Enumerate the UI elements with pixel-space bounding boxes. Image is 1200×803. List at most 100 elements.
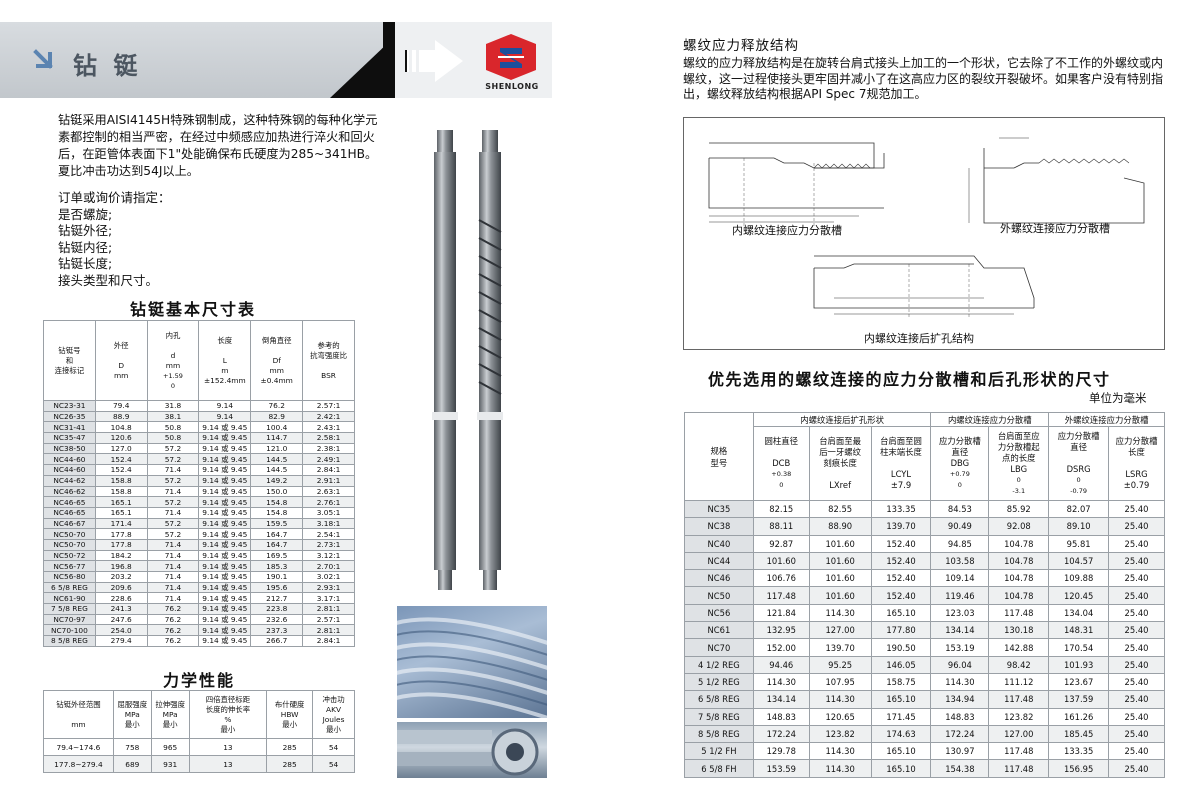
dim-row-cell: 152.40: [870, 586, 932, 605]
mech-row-cell: 177.8~279.4: [43, 755, 114, 773]
dim-row-cell: 95.25: [808, 655, 872, 674]
dim-row-cell: 165.10: [870, 690, 932, 709]
dim-row-cell: 121.84: [752, 603, 810, 623]
dim-row-cell: 101.93: [1048, 655, 1110, 674]
spec-row-cell: 2.49:1: [302, 453, 355, 466]
dim-row-cell: 92.08: [988, 517, 1050, 536]
spec-row-cell: NC44-60: [43, 464, 96, 476]
mech-row-cell: 13: [188, 755, 268, 773]
dim-row-cell: 152.40: [870, 569, 932, 588]
dim-row-cell: 152.40: [870, 551, 932, 571]
spec-row-cell: 3.12:1: [302, 549, 355, 562]
dim-row-cell: NC46: [684, 569, 754, 588]
dim-row-cell: 117.48: [988, 603, 1050, 623]
spec-row-cell: 144.5: [250, 453, 304, 466]
dim-row-cell: 174.63: [870, 724, 932, 744]
mech-row-cell: 13: [188, 738, 268, 756]
dim-row-cell: 104.57: [1048, 551, 1110, 571]
spec-row-cell: 154.8: [250, 506, 304, 519]
group-header-box-groove: 内螺纹连接应力分散槽: [930, 412, 1050, 427]
dim-row-cell: 127.00: [808, 621, 872, 640]
dim-row-cell: NC38: [684, 517, 754, 536]
spec-row-cell: 196.8: [94, 560, 148, 572]
spec-row-cell: 71.4: [146, 549, 200, 562]
right-page: 螺纹应力释放结构 螺纹的应力释放结构是在旋转台肩式接头上加工的一个形状，它去除了…: [600, 0, 1200, 803]
dim-row-cell: 82.07: [1048, 499, 1110, 519]
stress-relief-description: 螺纹的应力释放结构是在旋转台肩式接头上加工的一个形状，它去除了不工作的外螺纹或内…: [683, 56, 1164, 101]
mech-row-cell: 54: [312, 738, 355, 756]
drill-collar-illustration: [432, 130, 503, 590]
spec-row-cell: 114.7: [250, 432, 304, 444]
spec-row-cell: 120.6: [94, 432, 148, 444]
dim-row-cell: 89.10: [1048, 517, 1110, 536]
dim-row-cell: 114.30: [808, 690, 872, 709]
spec-row-cell: 154.8: [250, 496, 304, 508]
dim-row-cell: 25.40: [1108, 690, 1165, 709]
dim-row-cell: 119.46: [930, 586, 990, 605]
dim-row-cell: 165.10: [870, 759, 932, 778]
spec-row-cell: 144.5: [250, 464, 304, 476]
mech-header-elongation: 四倍直径标距长度的伸长率%最小: [188, 690, 268, 739]
group-header-boreback: 内螺纹连接后扩孔形状: [752, 412, 932, 427]
spec-row-cell: 3.05:1: [302, 506, 355, 519]
spec-row-cell: 3.02:1: [302, 571, 355, 583]
dim-row-cell: 114.30: [808, 759, 872, 778]
dim-row-cell: 148.83: [930, 707, 990, 726]
left-page: 钻 铤 SHENLONG 钻铤采用AISI4145H特殊钢制成，这种特殊钢的每种…: [0, 22, 552, 778]
spec-row-cell: 177.8: [94, 528, 148, 540]
dim-row-cell: 172.24: [752, 724, 810, 744]
dim-row-cell: 120.45: [1048, 586, 1110, 605]
dim-row-cell: 104.78: [988, 551, 1050, 571]
dim-row-cell: 146.05: [870, 655, 932, 674]
dim-row-cell: 114.30: [808, 603, 872, 623]
dim-row-cell: 101.60: [808, 586, 872, 605]
spec-row-cell: 237.3: [250, 624, 304, 637]
dim-row-cell: 152.40: [870, 534, 932, 553]
dim-row-cell: 123.03: [930, 603, 990, 623]
order-heading: 订单或询价请指定：: [58, 190, 171, 205]
spec-row-cell: 254.0: [94, 624, 148, 637]
dim-row-cell: 104.78: [988, 569, 1050, 588]
spec-row-cell: 2.43:1: [302, 421, 355, 434]
spec-row-cell: 2.93:1: [302, 581, 355, 594]
mech-row-cell: 285: [266, 738, 314, 756]
page-title: 钻 铤: [73, 52, 142, 80]
spec-row-cell: 9.14 或 9.45: [198, 581, 252, 594]
spec-row-cell: NC46-65: [43, 496, 96, 508]
thread-drawing: [708, 137, 1145, 318]
dim-row-cell: 161.26: [1048, 707, 1110, 726]
mech-table-title: 力学性能: [163, 671, 236, 690]
dim-row-cell: 88.11: [752, 517, 810, 536]
dim-row-cell: 117.48: [752, 586, 810, 605]
intro-paragraph: 钻铤采用AISI4145H特殊钢制成，这种特殊钢的每种化学元素都控制的相当严密，…: [58, 113, 378, 178]
dim-row-cell: NC44: [684, 551, 754, 571]
mech-row-cell: 931: [150, 755, 190, 773]
spec-row-cell: NC50-72: [43, 549, 96, 562]
order-item: 钻铤长度;: [58, 256, 113, 272]
dim-row-cell: 25.40: [1108, 707, 1165, 726]
spec-row-cell: 184.2: [94, 549, 148, 562]
dim-row-cell: 25.40: [1108, 742, 1165, 761]
spec-row-cell: 76.2: [146, 613, 200, 626]
threaded-collars-photo: [397, 606, 547, 718]
